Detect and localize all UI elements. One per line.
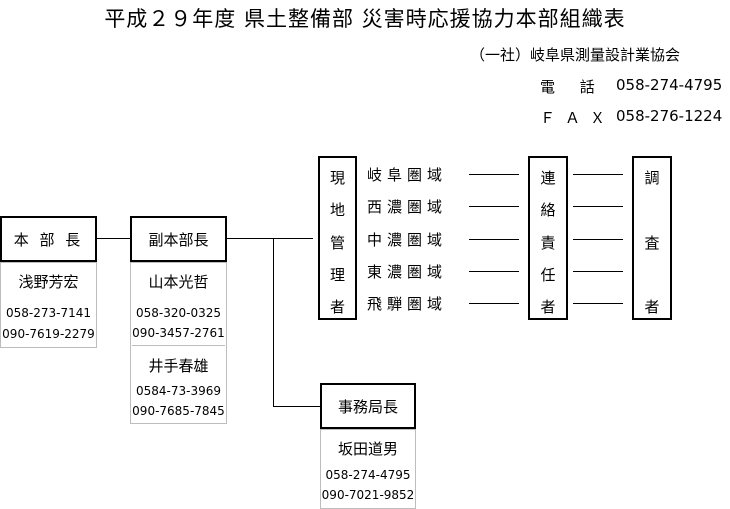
phone-number: 090-3457-2761 bbox=[132, 326, 225, 340]
separator bbox=[132, 345, 225, 346]
region-line-2a bbox=[469, 206, 519, 207]
secretariat-chief-panel: 坂田道男 058-274-4795 090-7021-9852 bbox=[320, 429, 416, 509]
phone-number: 058-273-7141 bbox=[5, 306, 91, 320]
area-managers-char: 管 bbox=[329, 234, 345, 252]
phone-number: 090-7021-9852 bbox=[321, 488, 415, 502]
region-line-1a bbox=[469, 174, 519, 175]
area-managers-char: 理 bbox=[329, 266, 345, 284]
area-managers-char: 地 bbox=[329, 201, 345, 219]
tel-value: 058-274-4795 bbox=[616, 76, 723, 94]
phone-number: 058-274-4795 bbox=[325, 468, 411, 482]
deputy-chief-title: 副本部長 bbox=[148, 230, 209, 249]
connector-down-secretariat bbox=[273, 238, 274, 406]
liaison-char: 者 bbox=[540, 298, 556, 316]
fax-label: ＦＡＸ bbox=[540, 109, 616, 127]
region-label: 飛騨圏域 bbox=[367, 295, 448, 313]
phone-number: 090-7685-7845 bbox=[132, 404, 225, 418]
investigators-char: 査 bbox=[644, 234, 660, 252]
region-line-4b bbox=[573, 271, 623, 272]
secretariat-chief-title: 事務局長 bbox=[337, 397, 398, 416]
person-name: 浅野芳宏 bbox=[18, 273, 79, 291]
organization-name: （一社）岐阜県測量設計業協会 bbox=[470, 46, 681, 64]
fax-value: 058-276-1224 bbox=[616, 107, 723, 125]
region-line-4a bbox=[469, 271, 519, 272]
tel-label: 電 話 bbox=[540, 78, 605, 96]
region-label: 岐阜圏域 bbox=[367, 166, 448, 184]
region-label: 東濃圏域 bbox=[367, 263, 448, 281]
area-managers-char: 者 bbox=[329, 298, 345, 316]
connector-chief-deputy bbox=[96, 238, 131, 239]
page-title: 平成２９年度 県土整備部 災害時応援協力本部組織表 bbox=[104, 7, 626, 31]
region-line-5a bbox=[469, 303, 519, 304]
secretariat-chief-box: 事務局長 bbox=[320, 383, 416, 429]
liaison-char: 絡 bbox=[540, 201, 556, 219]
phone-number: 0584-73-3969 bbox=[135, 384, 221, 398]
headquarters-chief-title: 本 部 長 bbox=[13, 230, 84, 249]
region-line-3a bbox=[469, 239, 519, 240]
region-label: 中濃圏域 bbox=[367, 231, 448, 249]
connector-to-secretariat bbox=[273, 406, 320, 407]
region-line-2b bbox=[573, 206, 623, 207]
headquarters-chief-panel: 浅野芳宏 058-273-7141 090-7619-2279 bbox=[0, 262, 97, 348]
headquarters-chief-box: 本 部 長 bbox=[0, 216, 97, 262]
region-line-1b bbox=[573, 174, 623, 175]
person-name: 山本光哲 bbox=[148, 273, 209, 291]
liaison-char: 責 bbox=[540, 234, 556, 252]
region-line-3b bbox=[573, 239, 623, 240]
region-label: 西濃圏域 bbox=[367, 198, 448, 216]
deputy-chief-panel: 山本光哲 058-320-0325 090-3457-2761 井手春雄 058… bbox=[130, 262, 227, 424]
phone-number: 090-7619-2279 bbox=[2, 327, 95, 341]
person-name: 井手春雄 bbox=[148, 357, 209, 375]
liaison-box: 連 絡 責 任 者 bbox=[528, 156, 568, 320]
investigators-char: 調 bbox=[644, 169, 660, 187]
phone-number: 058-320-0325 bbox=[135, 306, 221, 320]
investigators-box: 調 査 者 bbox=[632, 156, 672, 320]
deputy-chief-box: 副本部長 bbox=[130, 216, 227, 262]
investigators-char: 者 bbox=[644, 298, 660, 316]
person-name: 坂田道男 bbox=[337, 440, 398, 458]
area-managers-char: 現 bbox=[329, 169, 345, 187]
area-managers-box: 現 地 管 理 者 bbox=[318, 156, 357, 320]
liaison-char: 連 bbox=[540, 169, 556, 187]
connector-deputy-managers bbox=[227, 238, 313, 239]
region-line-5b bbox=[573, 303, 623, 304]
liaison-char: 任 bbox=[540, 266, 556, 284]
